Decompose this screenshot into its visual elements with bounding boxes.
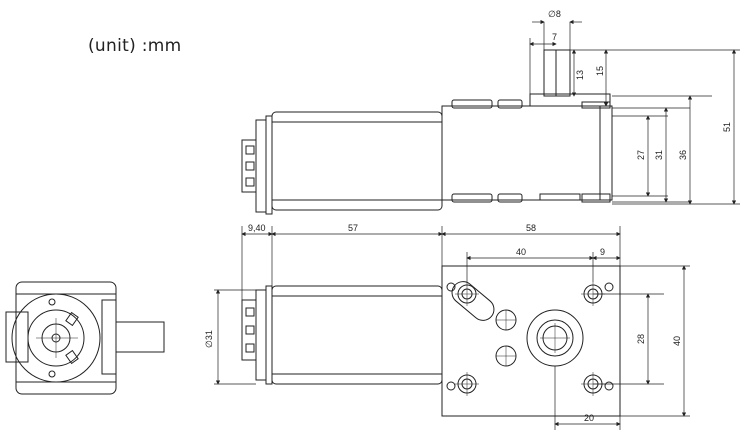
dim-51: 51 <box>722 122 732 132</box>
dim-shaft-offset: 7 <box>552 32 557 42</box>
dim-hole-edge-9: 9 <box>600 247 605 257</box>
output-shaft-side <box>543 49 571 97</box>
dim-motor-diameter: ∅31 <box>204 330 214 348</box>
front-view <box>241 265 621 417</box>
mounting-slot <box>451 281 495 321</box>
dim-shaft-diameter: ∅8 <box>548 9 561 19</box>
dim-hole-spacing-40: 40 <box>516 247 526 257</box>
dim-31: 31 <box>654 150 664 160</box>
end-view <box>5 281 165 395</box>
unit-label: (unit) :mm <box>88 36 182 56</box>
dim-13: 13 <box>575 70 585 80</box>
dim-27: 27 <box>636 150 646 160</box>
gearbox-body <box>441 105 613 201</box>
dim-motor-57: 57 <box>348 223 358 233</box>
side-view <box>241 49 613 215</box>
end-view-centerlines <box>36 318 78 358</box>
motor-body <box>271 111 443 211</box>
front-view-dim-text: 9,40 57 58 40 9 ∅31 28 40 20 <box>204 223 682 423</box>
dim-15: 15 <box>595 66 605 76</box>
rear-cap <box>255 119 267 213</box>
dim-vertical-40: 40 <box>672 336 682 346</box>
motor-body-front <box>271 285 443 385</box>
dim-vertical-28: 28 <box>636 334 646 344</box>
dim-rear-940: 9,40 <box>248 223 266 233</box>
side-view-dimensions <box>529 19 740 205</box>
end-view-motor-circle <box>11 293 101 383</box>
dim-gearbox-58: 58 <box>526 223 536 233</box>
side-view-dim-text: ∅8 7 13 15 27 31 36 51 <box>548 9 732 160</box>
mounting-holes <box>446 282 614 394</box>
gearbox-face <box>441 265 621 417</box>
dim-36: 36 <box>678 150 688 160</box>
dim-bottom-20: 20 <box>584 413 594 423</box>
front-view-dimensions <box>214 226 690 430</box>
